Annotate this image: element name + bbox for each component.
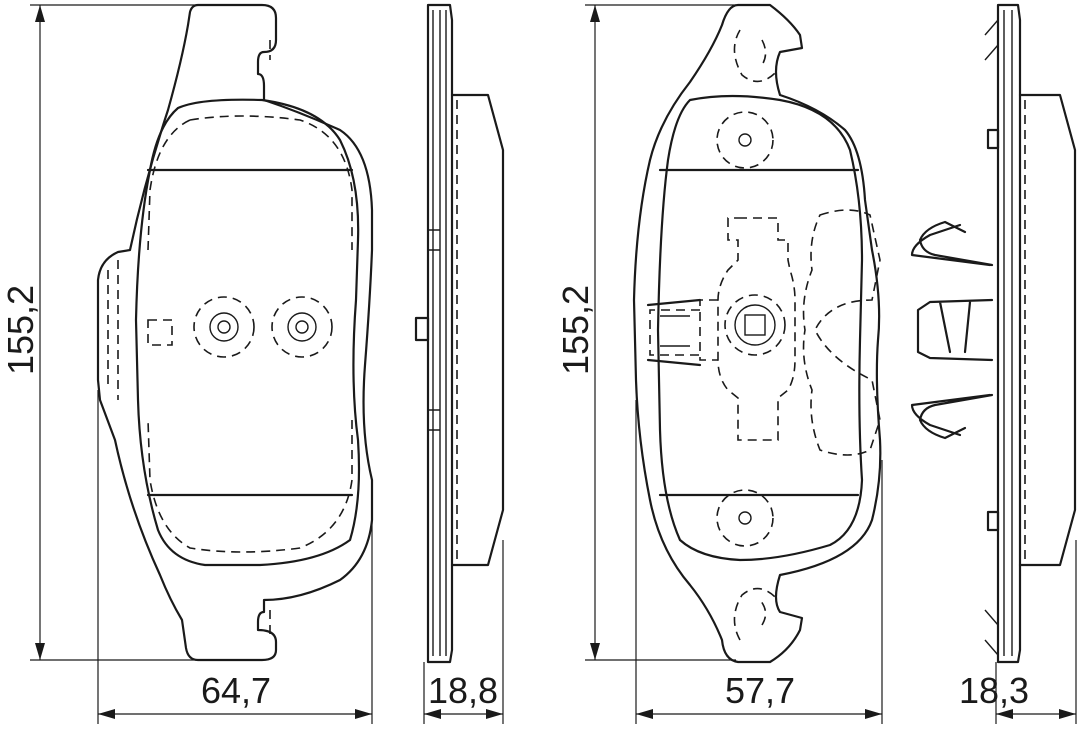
left-thickness-label: 18,8: [428, 670, 498, 711]
right-pad-spring-clip: [910, 220, 994, 267]
left-backing-plate: [96, 3, 374, 662]
left-pad-front-view: [96, 3, 374, 662]
left-pad-side-view: [414, 3, 505, 664]
right-pad-front-view: [632, 3, 882, 664]
right-backing-plate: [632, 3, 882, 664]
dimension-lines: [30, 4, 1077, 724]
left-pad-hole-1: [193, 296, 255, 358]
left-pad-hole-2: [271, 296, 333, 358]
right-width-label: 57,7: [725, 670, 795, 711]
right-friction-pad: [656, 94, 864, 562]
left-width-label: 64,7: [201, 670, 271, 711]
right-thickness-label: 18,3: [959, 670, 1029, 711]
right-pad-hole-bottom: [716, 489, 774, 547]
left-height-label: 155,2: [0, 285, 41, 375]
left-friction-pad: [134, 98, 361, 567]
right-pad-center-boss: [724, 294, 786, 356]
right-height-label: 155,2: [555, 285, 596, 375]
right-pad-hole-top: [716, 111, 774, 169]
right-pad-side-view: [910, 3, 1077, 664]
